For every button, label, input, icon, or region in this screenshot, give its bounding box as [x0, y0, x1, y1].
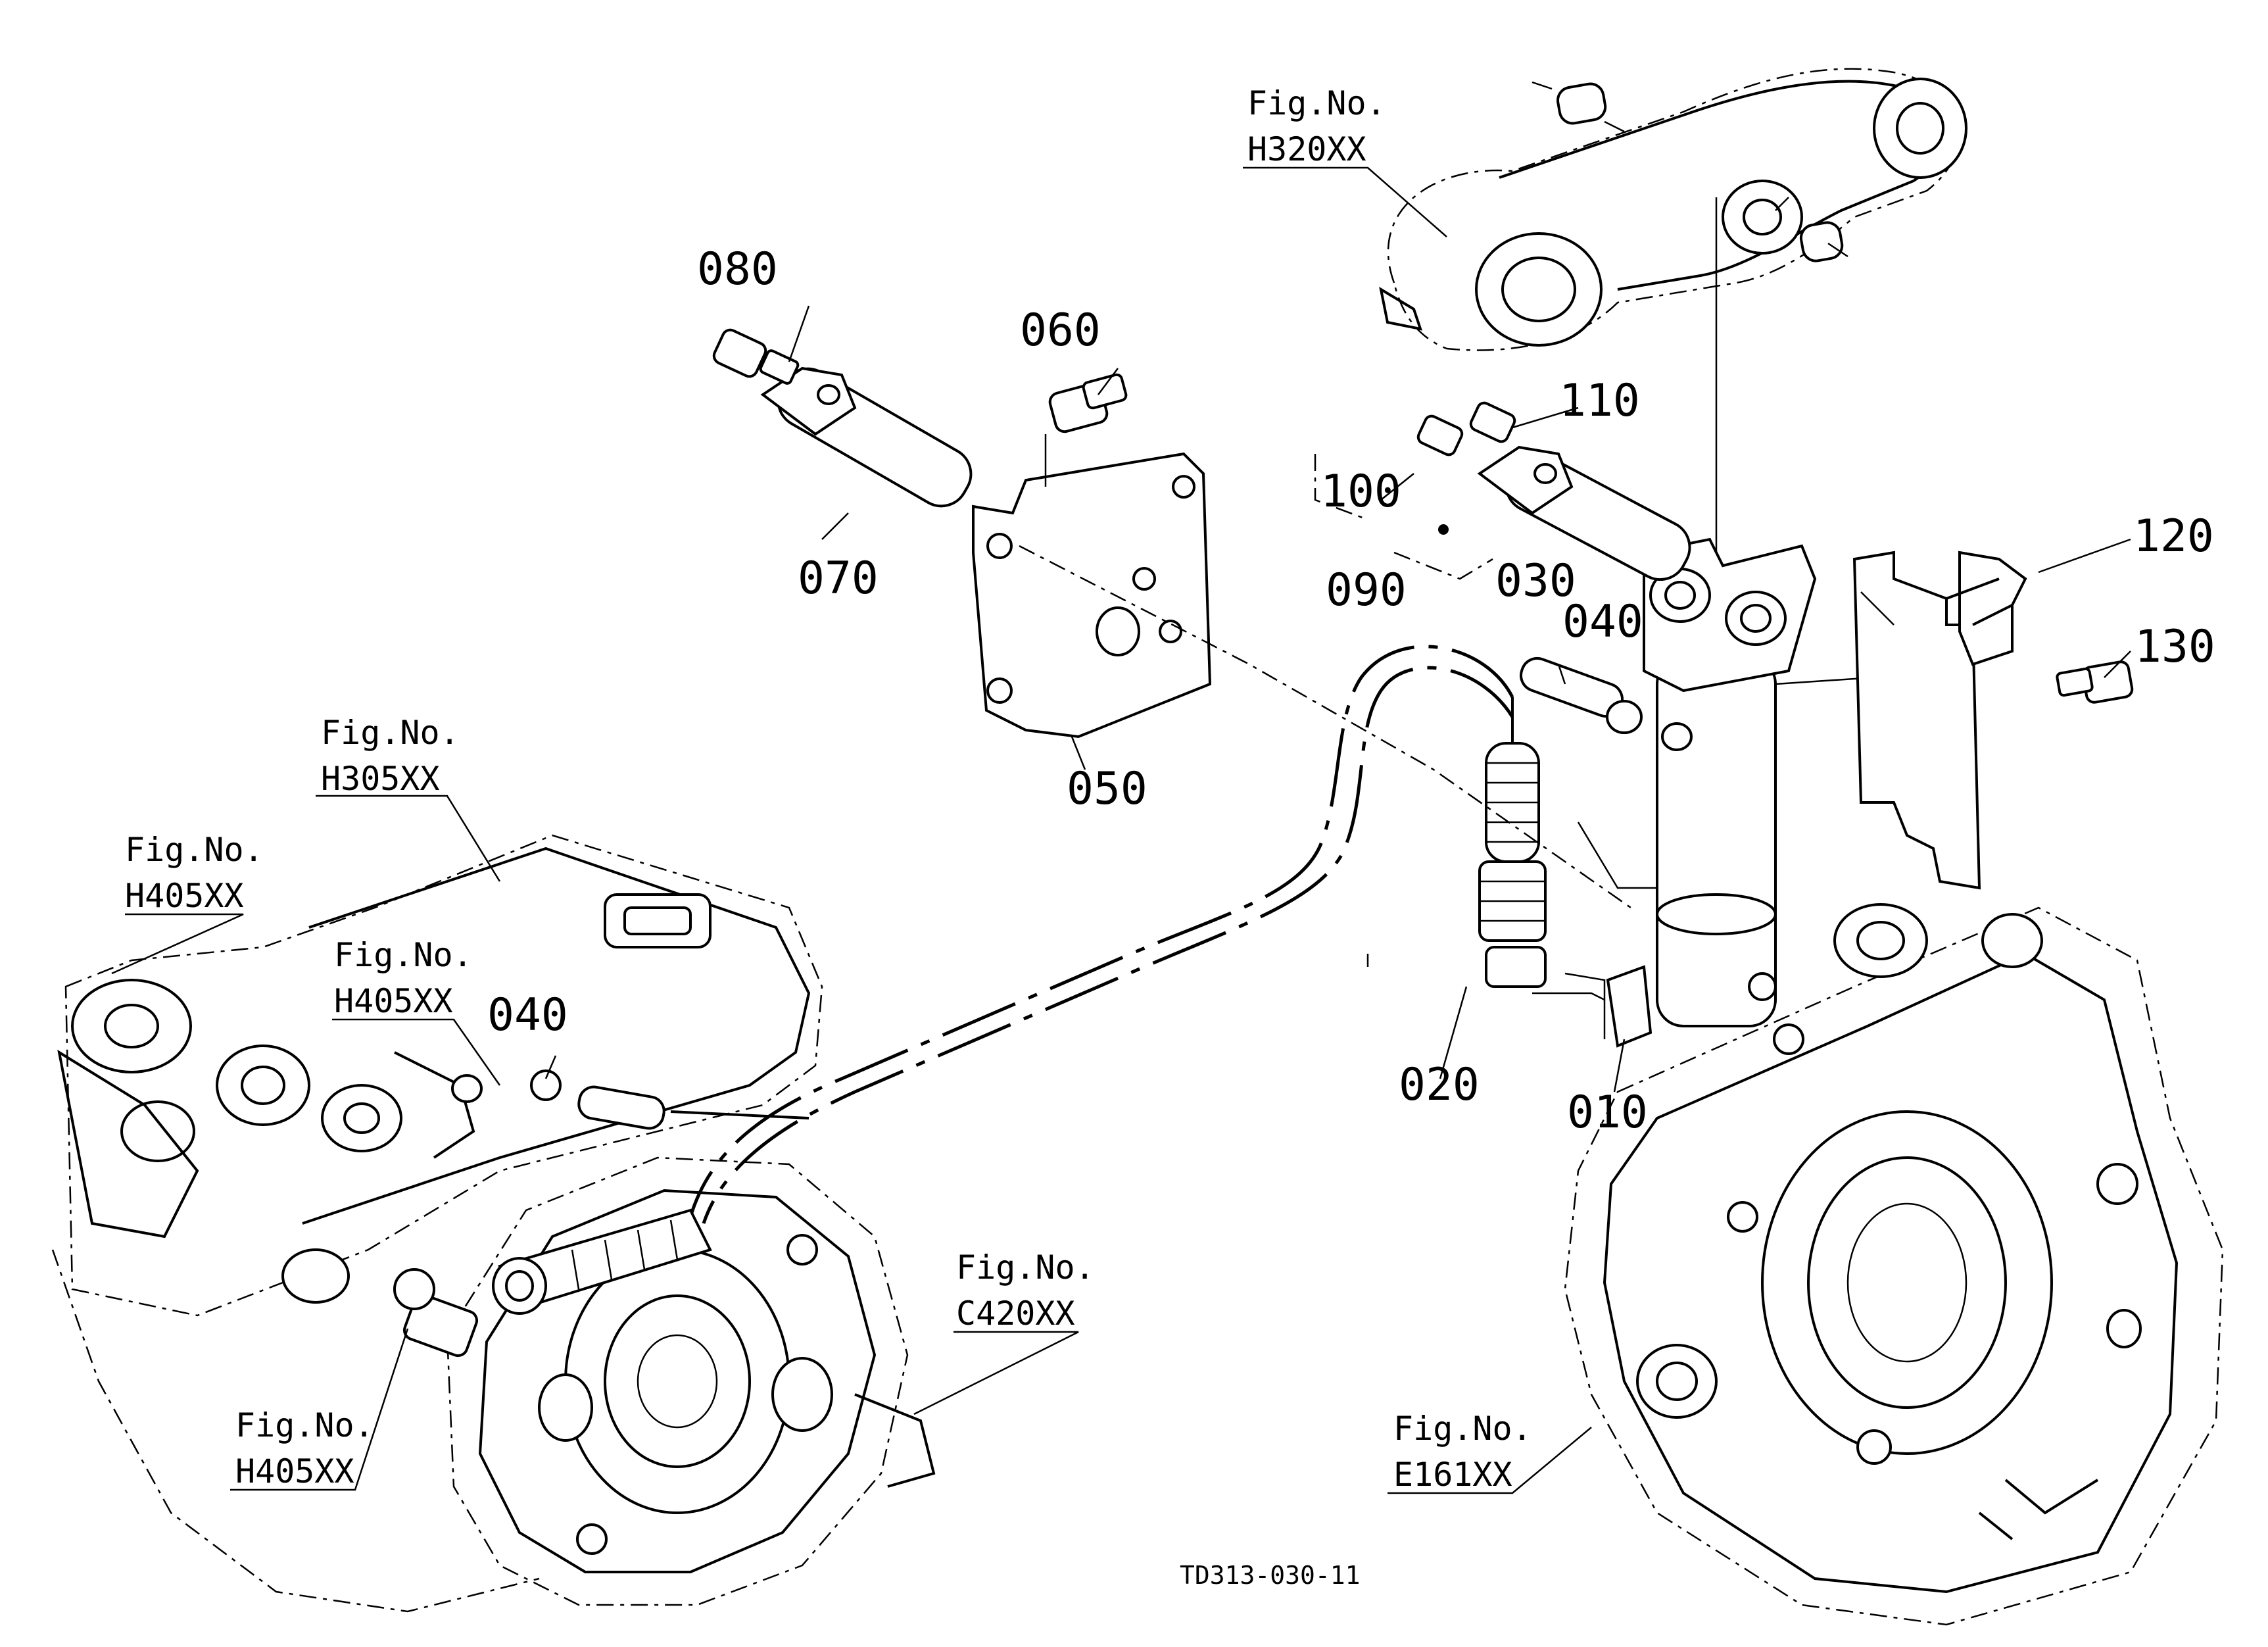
fig-ref-e161-code: E161XX — [1393, 1456, 1512, 1494]
part-label-020: 020 — [1399, 1059, 1480, 1111]
part-label-080: 080 — [697, 243, 778, 295]
part-label-030: 030 — [1495, 555, 1576, 607]
part-label-040-cylinder: 040 — [1562, 596, 1643, 648]
hydraulic-hose-drawing — [670, 645, 1514, 1224]
part-label-010: 010 — [1567, 1087, 1648, 1139]
part-label-040-valve: 040 — [487, 989, 568, 1041]
fig-ref-h320-code: H320XX — [1247, 130, 1366, 168]
fig-ref-h305-title: Fig.No. — [321, 714, 460, 752]
part-label-110: 110 — [1559, 375, 1640, 427]
part-label-100: 100 — [1320, 466, 1401, 518]
fig-ref-h405-bottom-code: H405XX — [235, 1452, 354, 1490]
part-label-070: 070 — [798, 553, 879, 604]
fig-ref-h320-title: Fig.No. — [1247, 84, 1386, 122]
pins-and-bolts-drawing — [712, 328, 1693, 889]
fig-ref-c420-title: Fig.No. — [956, 1248, 1095, 1287]
fig-ref-e161-title: Fig.No. — [1393, 1410, 1532, 1448]
part-label-060: 060 — [1020, 305, 1101, 356]
hose-fitting-drawing — [393, 1069, 712, 1358]
lift-arm-drawing — [1379, 68, 1967, 559]
drawing-code: TD313-030-11 — [1180, 1561, 1361, 1590]
part-label-120: 120 — [2133, 510, 2214, 562]
leader-lines — [111, 166, 2131, 1494]
lift-cylinder-drawing — [1564, 537, 1875, 1048]
transmission-case-drawing — [1564, 903, 2224, 1626]
fig-ref-h405-left-title: Fig.No. — [125, 831, 264, 869]
fig-ref-h305-code: H305XX — [321, 760, 440, 798]
fig-ref-c420-code: C420XX — [956, 1294, 1075, 1333]
cover-drawing — [1852, 551, 2134, 890]
cylinder-hose-end-drawing — [1478, 742, 1605, 1001]
part-label-090: 090 — [1326, 564, 1407, 616]
bracket-drawing — [972, 434, 1631, 909]
fig-ref-h405-mid-title: Fig.No. — [334, 936, 473, 974]
fig-ref-h405-mid-code: H405XX — [334, 982, 453, 1020]
fig-ref-h405-bottom-title: Fig.No. — [235, 1406, 374, 1444]
part-label-130: 130 — [2135, 621, 2215, 673]
fig-ref-h405-left-code: H405XX — [125, 877, 244, 915]
part-label-050: 050 — [1067, 763, 1147, 815]
valve-block-drawing — [51, 834, 936, 1613]
